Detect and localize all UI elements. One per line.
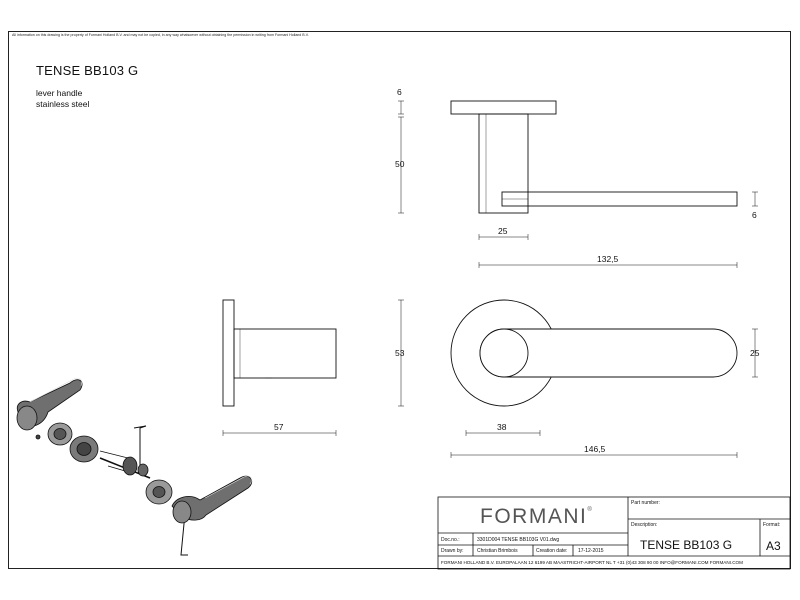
side-view-rose: [222, 299, 337, 407]
front-view-lever: [450, 299, 738, 407]
part-number-label: Part number:: [631, 500, 660, 506]
brand-logo: FORMANI®: [480, 505, 592, 529]
disclaimer-text: All information on this drawing is the p…: [12, 33, 309, 37]
dim-6-top: 6: [397, 87, 402, 97]
subtitle-line-material: stainless steel: [36, 99, 90, 109]
format-label: Format:: [763, 522, 781, 528]
dim-lines-top: [398, 100, 758, 268]
dim-6-lever: 6: [752, 210, 757, 220]
dim-57: 57: [274, 422, 284, 432]
subtitle-line-type: lever handle: [36, 88, 83, 98]
drawn-by-label: Drawn by:: [441, 548, 464, 554]
description-value: TENSE BB103 G: [640, 538, 733, 552]
dim-lines-side: [222, 299, 404, 436]
brand-name: FORMANI: [480, 505, 588, 528]
drawn-by-value: Christian Brimbois: [477, 548, 518, 554]
description-label: Description:: [631, 522, 658, 528]
drawing-title: TENSE BB103 G: [36, 63, 139, 78]
dim-25-lever: 25: [750, 348, 760, 358]
creation-date-label: Creation date:: [536, 548, 568, 554]
drawing-frame: [8, 31, 791, 569]
dim-146-5: 146,5: [584, 444, 606, 454]
doc-no-value: 3301D004 TENSE BB103G V01.dwg: [477, 537, 560, 543]
format-value: A3: [766, 539, 781, 553]
dim-lines-front: [450, 328, 758, 458]
company-footer: FORMANI HOLLAND B.V. EUROPALAAN 12 6199 …: [441, 560, 743, 565]
drawing-subtitle: lever handle stainless steel: [36, 88, 89, 110]
brand-registered-mark: ®: [587, 507, 592, 513]
dim-50: 50: [395, 159, 405, 169]
exploded-view: [16, 377, 253, 556]
dim-25-neck: 25: [498, 226, 508, 236]
dim-53: 53: [395, 348, 405, 358]
doc-no-label: Doc.no.:: [441, 537, 460, 543]
side-view-handle: [450, 100, 738, 214]
dim-132-5: 132,5: [597, 254, 619, 264]
title-block-grid: [437, 496, 791, 570]
dim-38: 38: [497, 422, 507, 432]
creation-date-value: 17-12-2015: [578, 548, 604, 554]
